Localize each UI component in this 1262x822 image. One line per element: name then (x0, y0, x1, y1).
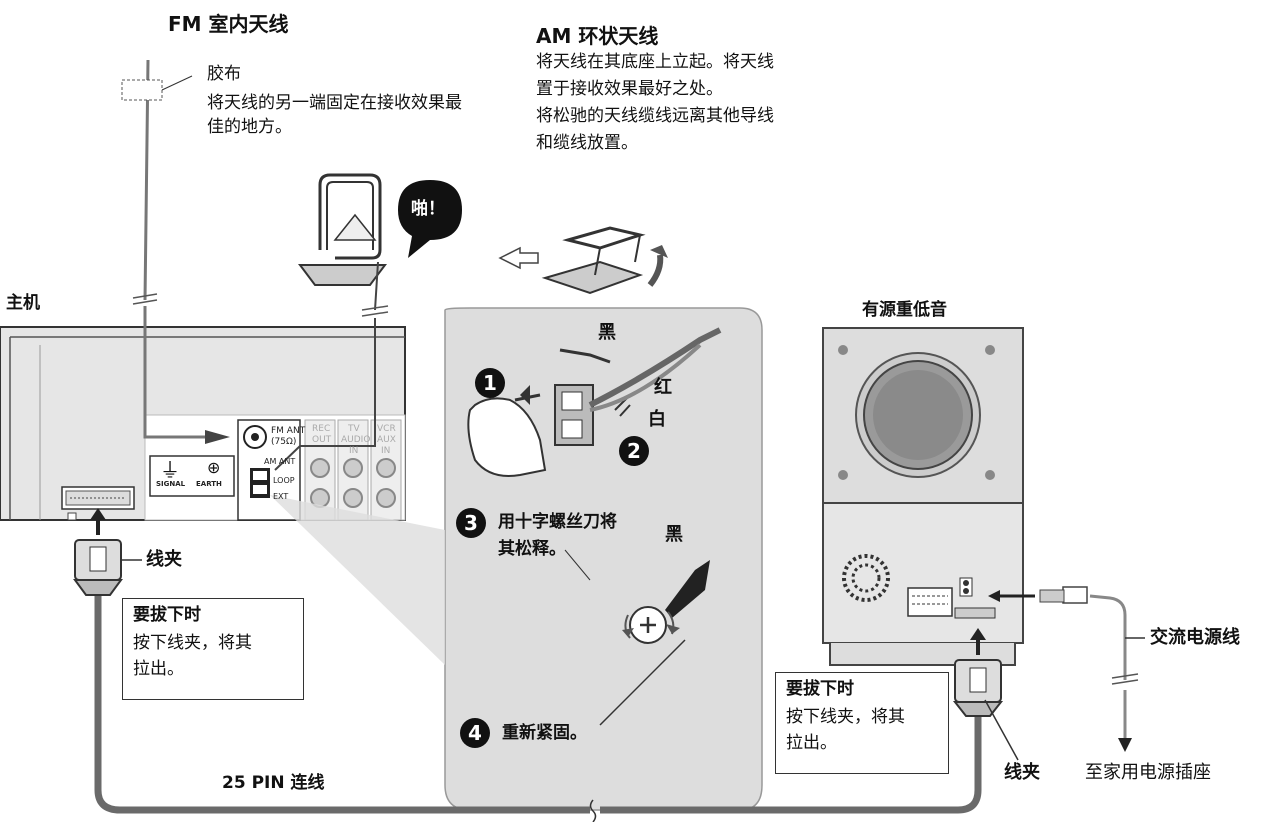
unplug-box-left: 要拔下时 按下线夹，将其 拉出。 (122, 598, 304, 700)
tv-audio-label-3: IN (349, 446, 359, 456)
unplug-right-title: 要拔下时 (786, 679, 854, 699)
outlet-arrow (1118, 738, 1132, 752)
step-3-badge: 3 (456, 508, 486, 538)
fm-ant-terminal-label: FM ANT (271, 426, 306, 436)
main-unit-label: 主机 (6, 293, 40, 313)
unplug-left-line2: 拉出。 (133, 659, 184, 679)
unplug-right-line2: 拉出。 (786, 733, 837, 753)
step-1-badge: 1 (475, 368, 505, 398)
am-desc-line2: 置于接收效果最好之处。 (536, 79, 723, 99)
vcr-aux-label-2: AUX (377, 435, 396, 445)
earth-terminal-icon: ⊕ (207, 458, 221, 477)
unplug-left-line1: 按下线夹，将其 (133, 633, 252, 653)
ac-plug-arrow-head (988, 590, 1000, 602)
right-clamp-leader (984, 699, 1019, 761)
ac-power-cord (1089, 594, 1139, 740)
fm-antenna-title-rest: 室内天线 (201, 12, 289, 36)
am-desc-line3: 将松驰的天线缆线远离其他导线 (536, 106, 774, 126)
right-connector (952, 628, 1004, 717)
ac-cord-label: 交流电源线 (1150, 627, 1240, 648)
step-2-badge: 2 (619, 436, 649, 466)
terminal-and-hand (467, 327, 722, 477)
antenna-stand-illustration (498, 226, 668, 295)
subwoofer-body (822, 327, 1024, 666)
red-wire-label: 红 (654, 377, 672, 398)
unplug-box-right: 要拔下时 按下线夹，将其 拉出。 (775, 672, 949, 774)
black-wire-label-top: 黑 (598, 322, 616, 343)
pin25-cable-label-rest: 连线 (284, 773, 325, 793)
white-wire-label: 白 (648, 409, 666, 430)
tv-audio-label-1: TV (348, 424, 360, 434)
vcr-aux-label-1: VCR (377, 424, 396, 434)
unplug-right-line1: 按下线夹，将其 (786, 707, 905, 727)
loop-label: LOOP (273, 476, 295, 485)
tape-leader (161, 75, 193, 91)
ac-plug (1062, 586, 1088, 604)
signal-ground-icon: ⏚ (160, 458, 180, 482)
vcr-aux-label-3: IN (381, 446, 391, 456)
am-antenna-title: AM 环状天线 (536, 24, 658, 49)
pin25-cable-label: 25 PIN 连线 (222, 773, 325, 794)
pin25-cable (94, 590, 982, 814)
clamp-right-label: 线夹 (1004, 762, 1040, 783)
rec-out-label-2: OUT (312, 435, 332, 445)
click-bubble-text: 啪！ (411, 199, 445, 219)
step-4-badge: 4 (460, 718, 490, 748)
fm-antenna-title-bold: FM (168, 12, 202, 36)
step3-line2: 其松释。 (498, 539, 566, 559)
step3-line1: 用十字螺丝刀将 (498, 512, 617, 532)
left-connector (73, 508, 123, 596)
unplug-left-title: 要拔下时 (133, 605, 201, 625)
tv-audio-label-2: AUDIO (341, 435, 371, 445)
ext-label: EXT (273, 492, 289, 501)
clamp-left-label: 线夹 (146, 549, 182, 570)
fm-plug-arrow (205, 430, 230, 444)
tape (121, 79, 163, 101)
black-wire-label-screw: 黑 (665, 524, 683, 545)
am-antenna-title-bold: AM (536, 24, 572, 48)
ac-plug-body (1039, 589, 1065, 603)
pin25-cable-label-bold: 25 PIN (222, 773, 285, 793)
am-antenna-title-rest: 环状天线 (571, 24, 659, 48)
tape-note: 将天线的另一端固定在接收效果最佳的地方。 (207, 93, 462, 137)
am-desc-line1: 将天线在其底座上立起。将天线 (536, 52, 774, 72)
tape-label: 胶布 (207, 64, 241, 84)
fm-antenna-title: FM 室内天线 (168, 12, 289, 37)
main-unit-rear-panel (144, 414, 406, 521)
am-desc-line4: 和缆线放置。 (536, 133, 638, 153)
click-bubble (398, 180, 462, 258)
subwoofer-label: 有源重低音 (862, 300, 947, 320)
am-loop-antenna (274, 173, 389, 471)
cable-break (589, 799, 597, 822)
rec-out-label-1: REC (312, 424, 331, 434)
earth-label: EARTH (196, 480, 222, 488)
to-outlet-label: 至家用电源插座 (1085, 762, 1211, 783)
screwdriver-detail (564, 549, 710, 726)
step4-text: 重新紧固。 (502, 723, 587, 743)
fm-ant-ohm-label: (75Ω) (271, 437, 297, 447)
signal-label: SIGNAL (156, 480, 186, 488)
am-ant-terminal-label: AM ANT (264, 457, 296, 466)
